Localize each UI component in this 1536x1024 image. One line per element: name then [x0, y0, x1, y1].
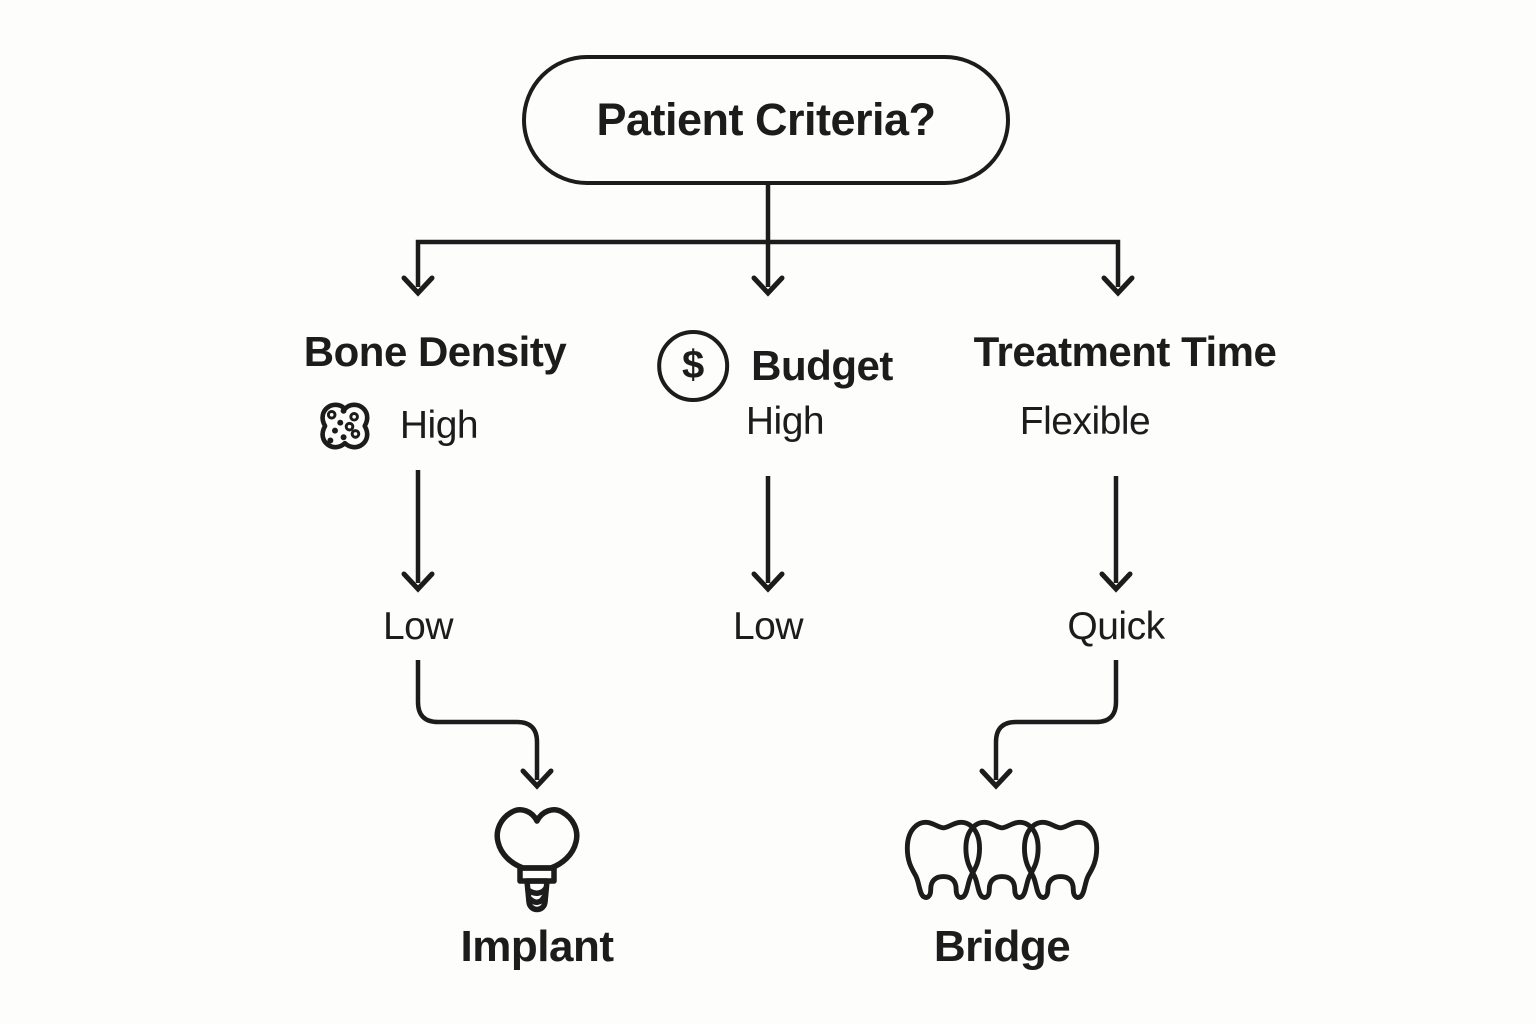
outcome-label-implant: Implant [460, 922, 614, 971]
arrowhead-icon [1101, 275, 1135, 297]
bone-density-icon [320, 402, 370, 450]
bone-density-bottom-value: Low [382, 605, 454, 648]
implant-icon-wrap [487, 800, 587, 918]
arrowhead-icon [751, 571, 785, 593]
branch-rail-line [415, 239, 1121, 287]
arrowhead-icon [401, 275, 435, 297]
arrowhead-icon [751, 275, 785, 297]
quick-to-bridge-line [993, 660, 1119, 780]
arrowhead-icon [401, 571, 435, 593]
budget-top-value: High [745, 400, 825, 443]
dollar-icon: $ [657, 330, 730, 402]
branch-label-budget: Budget [751, 342, 893, 389]
root-node-label: Patient Criteria? [596, 94, 936, 145]
bone-density-top-value: High [399, 404, 479, 447]
branch-label-bone-density: Bone Density [303, 328, 567, 375]
bridge-icon [900, 816, 1105, 904]
treatment-time-top-value: Flexible [1019, 400, 1151, 443]
branch-label-treatment-time: Treatment Time [973, 328, 1277, 375]
arrowhead-icon [979, 768, 1013, 790]
treatment-time-bottom-value: Quick [1067, 605, 1165, 648]
bone-density-value-row: High [312, 393, 479, 459]
arrowhead-icon [1099, 571, 1133, 593]
implant-icon [494, 807, 580, 913]
budget-bottom-value: Low [732, 605, 804, 648]
outcome-label-bridge: Bridge [933, 922, 1071, 971]
budget-label-row: $ Budget [657, 330, 893, 402]
low-to-implant-line [415, 660, 540, 780]
bridge-icon-wrap [900, 816, 1105, 904]
dollar-glyph: $ [682, 342, 705, 387]
root-node: Patient Criteria? [522, 55, 1010, 185]
arrowhead-icon [520, 768, 554, 790]
